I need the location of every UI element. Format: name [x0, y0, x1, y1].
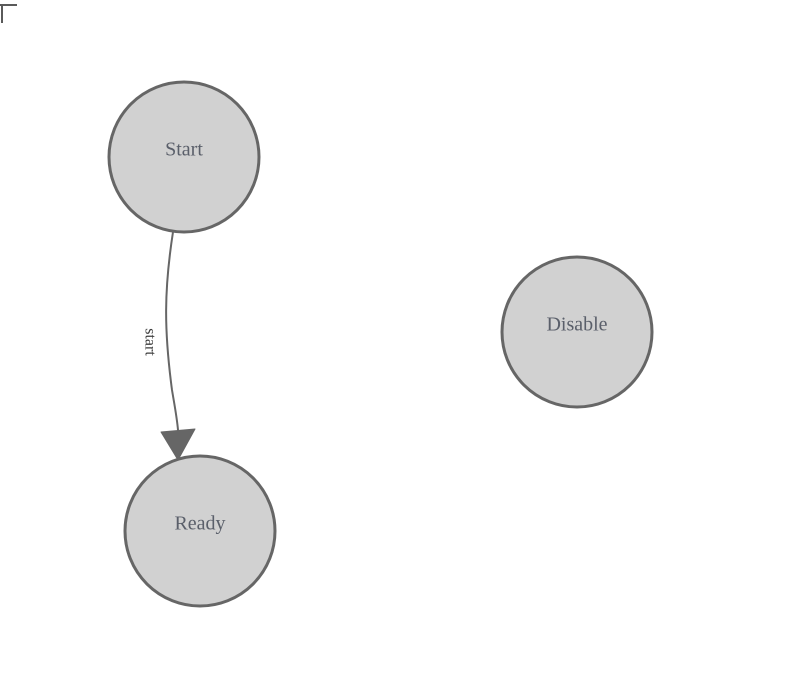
edge-line [165, 231, 179, 431]
edge-label-start: start [141, 328, 158, 356]
canvas-corner-bracket-icon [0, 4, 17, 23]
node-disable-label: Disable [546, 314, 607, 336]
node-ready-circle[interactable] [123, 454, 277, 608]
node-ready[interactable]: Ready [123, 454, 277, 608]
node-disable[interactable]: Disable [500, 255, 654, 409]
arrowhead-icon [160, 428, 196, 461]
node-start-circle[interactable] [107, 80, 261, 234]
node-disable-circle[interactable] [500, 255, 654, 409]
edge-start-to-ready[interactable]: start [141, 231, 196, 461]
node-start-label: Start [165, 139, 203, 161]
node-ready-label: Ready [174, 513, 225, 535]
node-start[interactable]: Start [107, 80, 261, 234]
